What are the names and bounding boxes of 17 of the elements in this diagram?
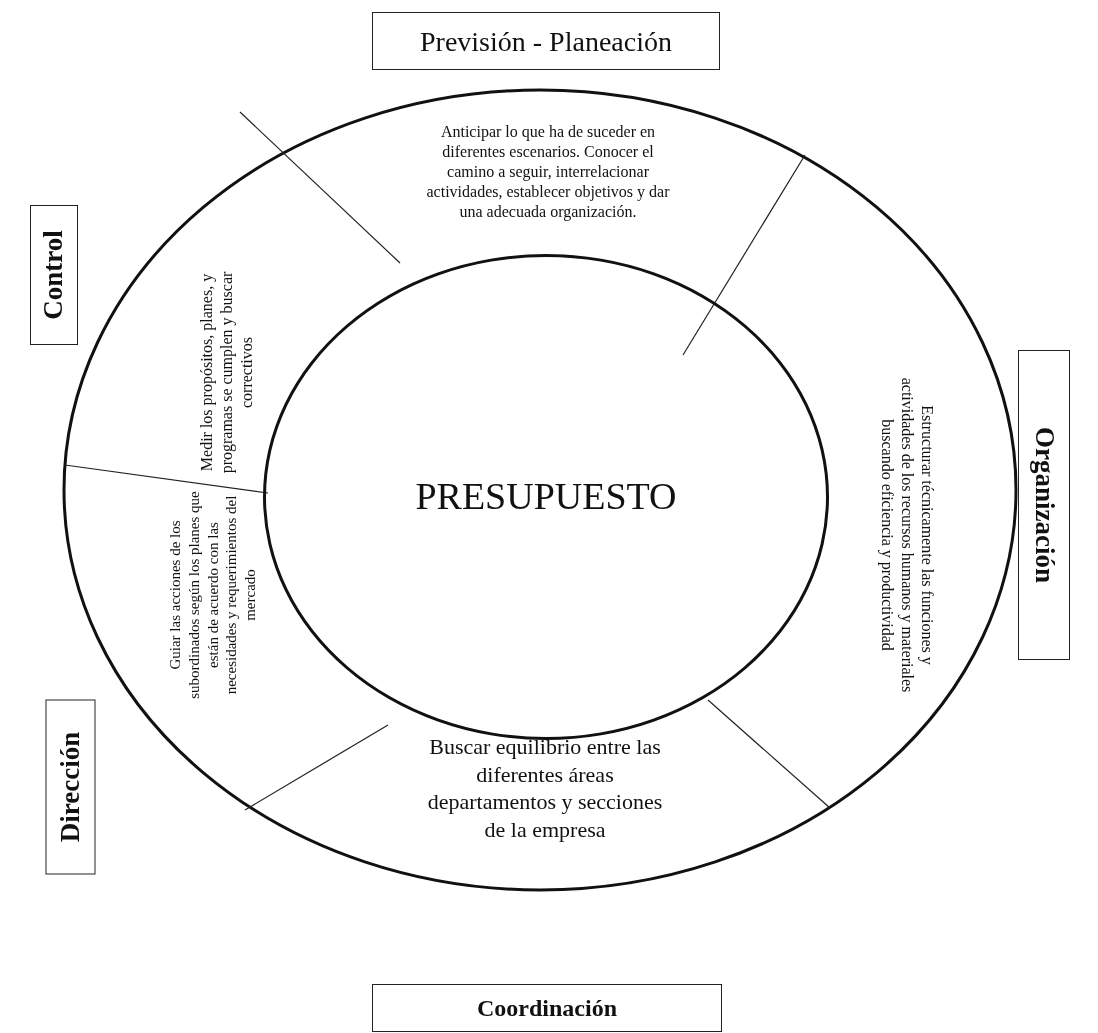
segment-text: Buscar equilibrio entre las diferentes áreas departamentos y secciones de la empresa (420, 728, 670, 848)
center-title: PRESUPUESTO (415, 474, 677, 520)
segment-text: Anticipar lo que ha de suceder en diferentes escenarios. Conocer el camino a seguir, interrelacionar actividades, establecer objetivos y dar una adecuada organización. (418, 97, 678, 247)
stage-title: Coordinación (477, 994, 617, 1023)
stage-title: Previsión - Planeación (420, 24, 672, 59)
label-box (372, 12, 720, 70)
segment-text: Guiar las acciones de los subordinados según los planes que están de acuerdo con las necesidades y requerimientos del mercado (157, 487, 267, 703)
label-box (45, 699, 95, 875)
label-box (30, 205, 78, 345)
label-box (1018, 350, 1070, 660)
stage-title: Dirección (53, 731, 86, 843)
center-circle (263, 254, 829, 740)
stage-title: Control (37, 230, 70, 320)
segment-text: Estructurar técnicamente las funciones y actividades de los recursos humanos y materiales buscando eficiencia y productividad (852, 375, 962, 695)
label-box (372, 984, 722, 1032)
segment-text: Medir los propósitos, planes, y programas se cumplen y buscar correctivos (178, 267, 274, 477)
stage-title: Organización (1028, 427, 1061, 583)
